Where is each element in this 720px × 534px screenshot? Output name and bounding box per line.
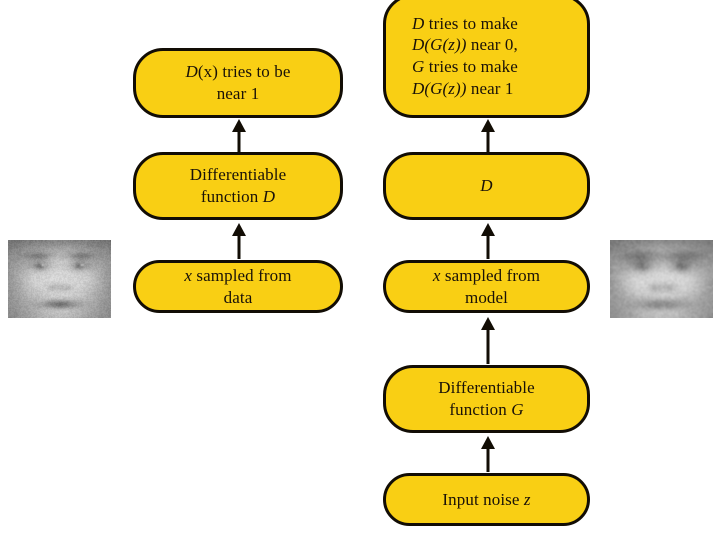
function-g-line-2: function G [449, 399, 523, 421]
objective-line-2: near 1 [217, 83, 260, 105]
input-noise-label: Input noise z [442, 489, 530, 511]
arrow-shaft [486, 447, 489, 472]
generated-face-thumbnail [610, 240, 713, 318]
function-d-line-2: function D [201, 186, 275, 208]
x-data-line-2: data [224, 287, 253, 309]
arrow-shaft [237, 130, 240, 152]
x-model-line-1: x sampled from [433, 265, 540, 287]
input-noise-box: Input noise z [383, 473, 590, 526]
minimax-line-2: D(G(z)) near 0, [412, 34, 518, 56]
minimax-line-4: D(G(z)) near 1 [412, 78, 513, 100]
minimax-objective-box: D tries to make D(G(z)) near 0, G tries … [383, 0, 590, 118]
arrow-model-to-d [480, 223, 495, 259]
x-sampled-from-data-box: x sampled from data [133, 260, 343, 313]
differentiable-function-d-box: Differentiable function D [133, 152, 343, 220]
arrow-noise-to-function-g [480, 436, 495, 472]
discriminator-d-label: D [480, 175, 492, 197]
discriminator-d-box: D [383, 152, 590, 220]
arrow-shaft [486, 130, 489, 152]
x-sampled-from-model-box: x sampled from model [383, 260, 590, 313]
function-d-line-1: Differentiable [190, 164, 286, 186]
minimax-line-3: G tries to make [412, 56, 518, 78]
arrow-function-g-to-model [480, 317, 495, 364]
function-g-line-1: Differentiable [438, 377, 534, 399]
arrow-data-to-function-d [231, 223, 246, 259]
arrow-d-to-minimax [480, 119, 495, 152]
differentiable-function-g-box: Differentiable function G [383, 365, 590, 433]
arrow-shaft [237, 234, 240, 259]
objective-line-1: D(x) tries to be [186, 61, 291, 83]
arrow-function-d-to-objective [231, 119, 246, 152]
discriminator-objective-box: D(x) tries to be near 1 [133, 48, 343, 118]
arrow-shaft [486, 328, 489, 364]
x-data-line-1: x sampled from [184, 265, 291, 287]
real-face-thumbnail [8, 240, 111, 318]
x-model-line-2: model [465, 287, 508, 309]
arrow-shaft [486, 234, 489, 259]
minimax-line-1: D tries to make [412, 13, 518, 35]
